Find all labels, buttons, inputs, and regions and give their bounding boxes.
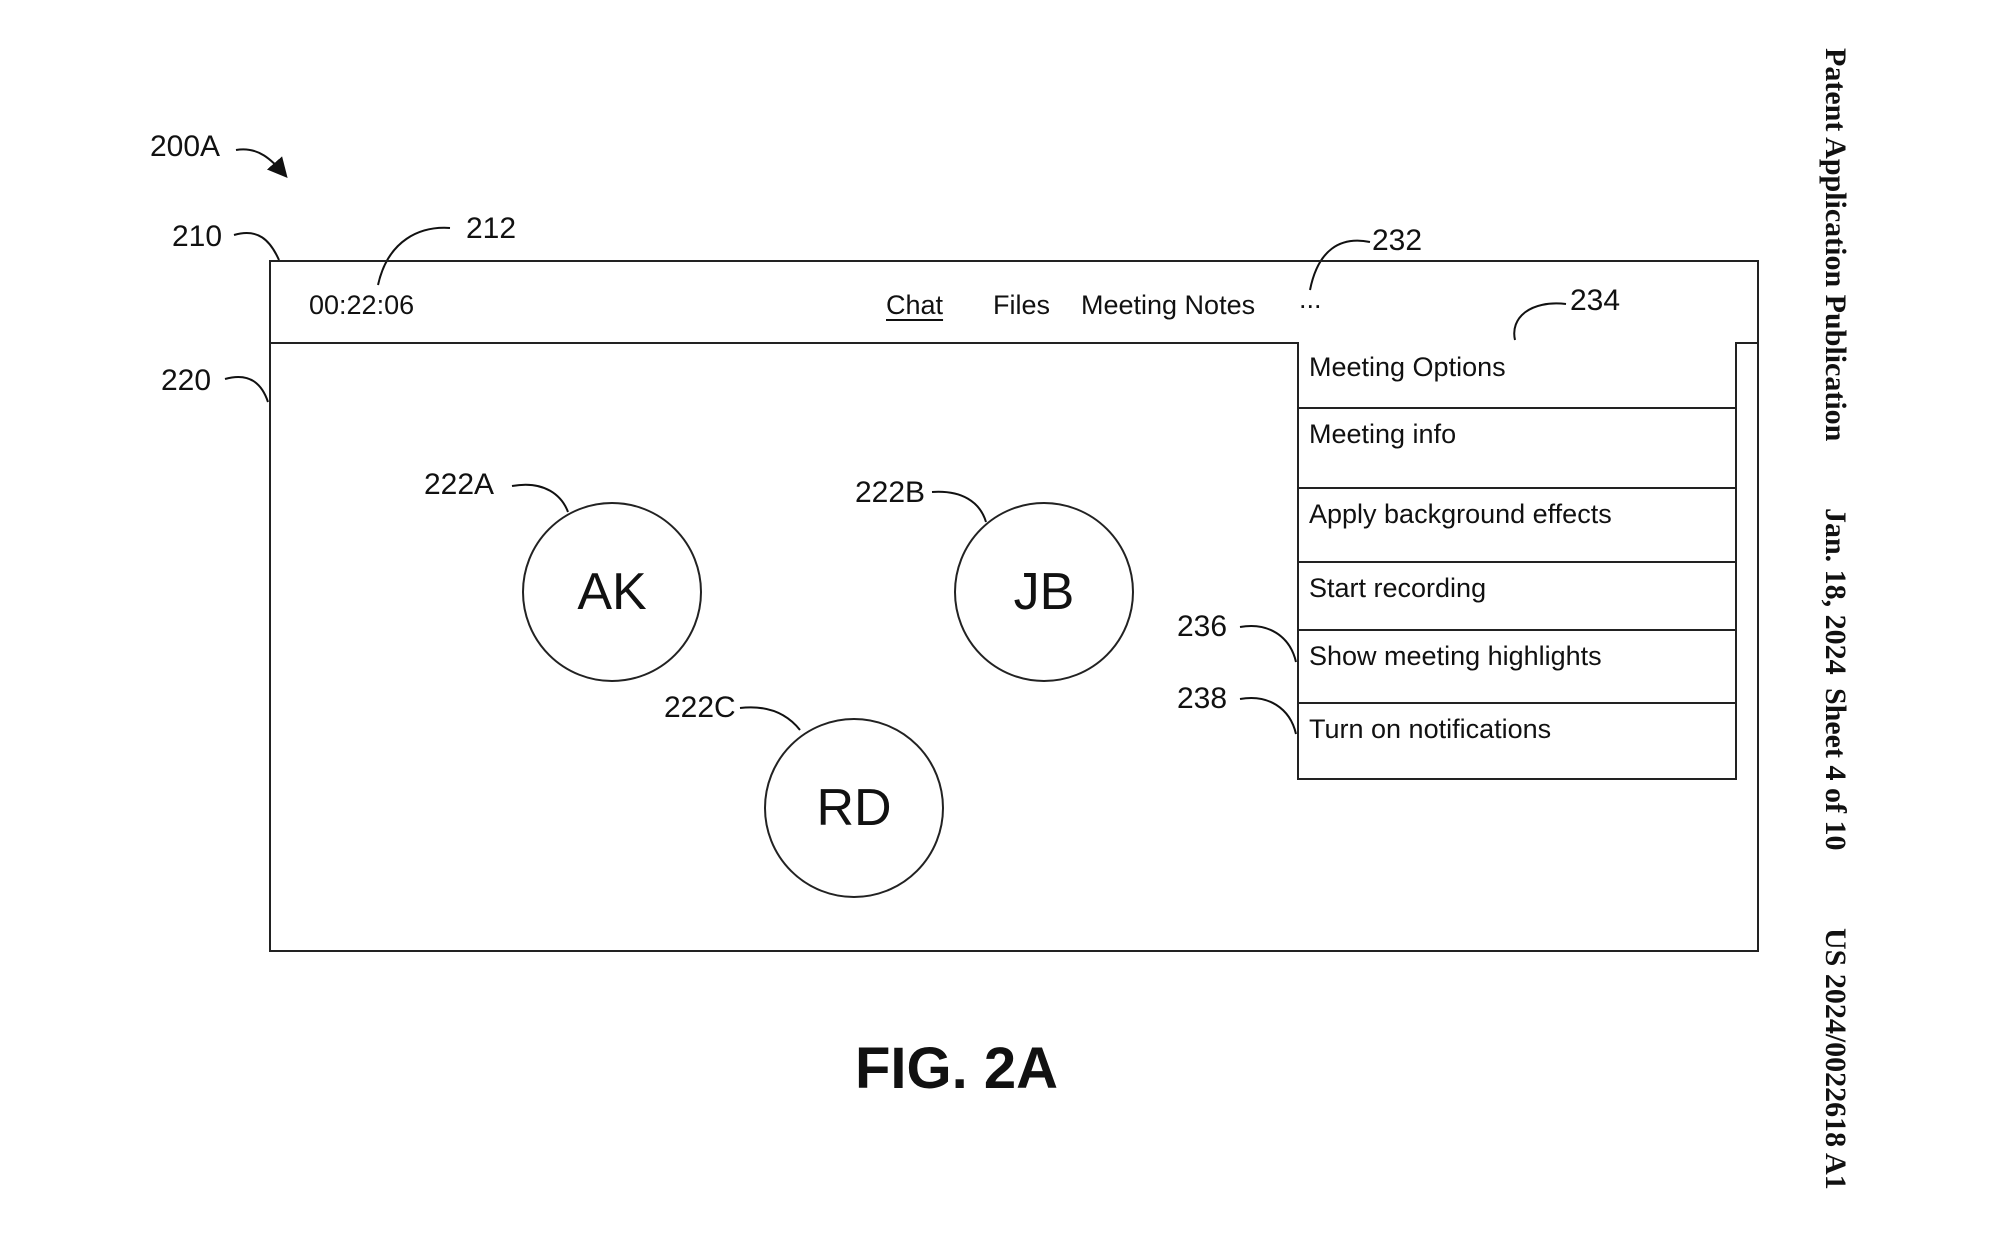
figure-caption: FIG. 2A	[855, 1036, 1059, 1101]
menu-item-start-recording[interactable]: Start recording	[1299, 561, 1735, 629]
participant-avatar[interactable]: JB	[954, 502, 1134, 682]
participant-avatar[interactable]: AK	[522, 502, 702, 682]
tab-files[interactable]: Files	[993, 290, 1051, 320]
menu-item-label: Meeting Options	[1309, 352, 1506, 382]
ref-show-highlights: 236	[1177, 610, 1228, 643]
leader-236	[1239, 625, 1297, 663]
leader-238	[1239, 697, 1297, 735]
menu-item-label: Turn on notifications	[1309, 714, 1552, 744]
tab-meeting-notes[interactable]: Meeting Notes	[1081, 290, 1256, 320]
leader-222A	[511, 483, 569, 513]
ref-window: 210	[172, 220, 223, 253]
menu-item-show-highlights[interactable]: Show meeting highlights	[1299, 629, 1735, 702]
leader-232	[1309, 239, 1371, 291]
meeting-timer: 00:22:06	[309, 290, 415, 320]
leader-210	[233, 232, 280, 261]
leader-222B	[931, 490, 987, 523]
publication-title: Patent Application Publication	[1819, 48, 1852, 442]
publication-date: Jan. 18, 2024	[1819, 508, 1852, 675]
participant-avatar[interactable]: RD	[764, 718, 944, 898]
figure-ref-arrow	[235, 148, 288, 179]
menu-item-label: Meeting info	[1309, 419, 1457, 449]
menu-item-notifications[interactable]: Turn on notifications	[1299, 702, 1735, 778]
ref-participant-a: 222A	[424, 468, 495, 501]
ref-dropdown: 234	[1570, 284, 1621, 317]
publication-number: US 2024/0022618 A1	[1819, 928, 1852, 1190]
more-options-button[interactable]: ...	[1299, 284, 1322, 314]
menu-item-background-effects[interactable]: Apply background effects	[1299, 487, 1735, 561]
menu-item-label: Show meeting highlights	[1309, 641, 1602, 671]
leader-234	[1513, 302, 1567, 341]
leader-220	[224, 376, 269, 403]
menu-item-meeting-options[interactable]: Meeting Options	[1299, 342, 1735, 407]
menu-item-label: Start recording	[1309, 573, 1487, 603]
more-options-dropdown: Meeting Options Meeting info Apply backg…	[1297, 342, 1737, 780]
ref-more-menu: 232	[1372, 224, 1423, 257]
leader-212	[377, 226, 451, 286]
ref-notifications: 238	[1177, 682, 1228, 715]
ref-content-area: 220	[161, 364, 212, 397]
ref-participant-b: 222B	[855, 476, 926, 509]
ref-timer: 212	[466, 212, 517, 245]
menu-item-label: Apply background effects	[1309, 499, 1612, 529]
leader-222C	[739, 706, 801, 731]
menu-item-meeting-info[interactable]: Meeting info	[1299, 407, 1735, 487]
figure-ref-label: 200A	[150, 130, 221, 163]
publication-sheet: Sheet 4 of 10	[1819, 688, 1852, 851]
meeting-window: 00:22:06 Chat Files Meeting Notes ... AK…	[269, 260, 1759, 952]
title-bar: 00:22:06 Chat Files Meeting Notes ...	[271, 262, 1757, 344]
tab-chat[interactable]: Chat	[886, 290, 944, 320]
ref-participant-c: 222C	[664, 691, 736, 724]
